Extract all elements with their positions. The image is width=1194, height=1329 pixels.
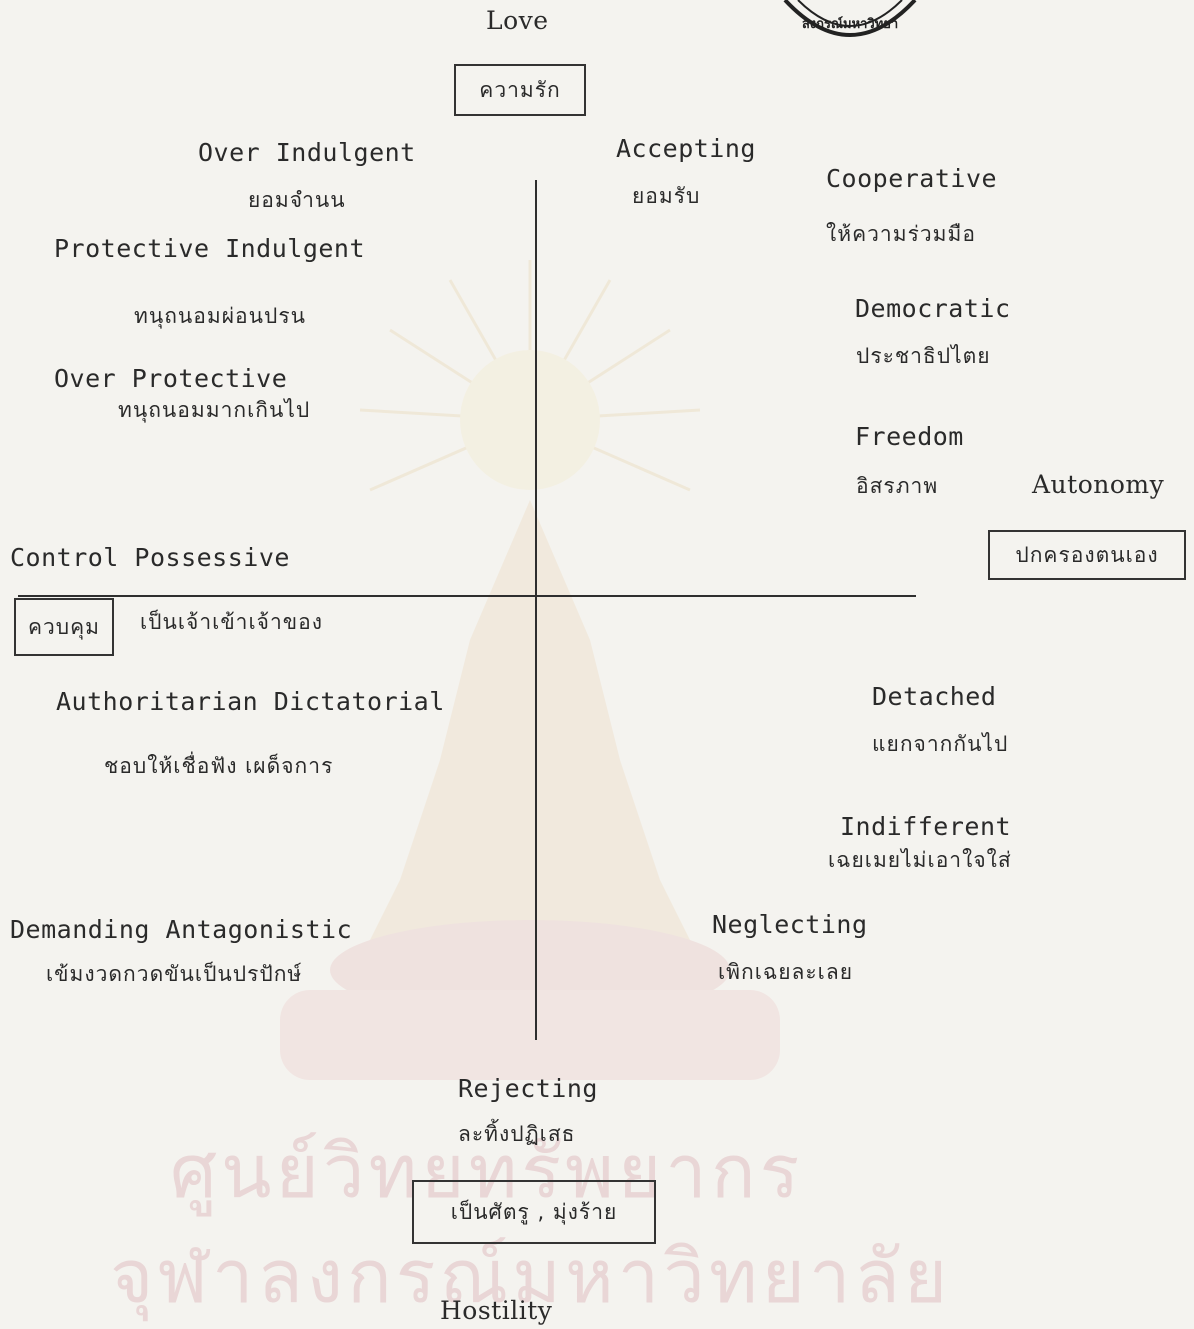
pole-autonomy-label: Autonomy [1032,470,1165,499]
freedom-label: Freedom [855,422,964,451]
democratic-thai: ประชาธิปไตย [856,344,991,368]
indifferent-thai: เฉยเมยไม่เอาใจใส่ [828,848,1012,872]
accepting-label: Accepting [616,134,756,163]
pole-control-box: ควบคุม [14,598,114,656]
pole-love-label: Love [486,6,549,35]
over-indulgent-thai: ยอมจำนน [248,188,346,212]
demanding-label: Demanding Antagonistic [10,915,353,944]
vertical-axis [535,180,537,1040]
watermark-line-2: จุฬาลงกรณ์มหาวิทยาลัย [110,1234,952,1320]
rejecting-label: Rejecting [458,1074,598,1103]
protective-indulgent-label: Protective Indulgent [54,234,366,263]
pole-love-box: ความรัก [454,64,586,116]
detached-thai: แยกจากกันไป [872,732,1009,756]
cooperative-label: Cooperative [826,164,998,193]
control-possessive-label: Control Possessive [10,543,290,572]
control-possessive-thai: เป็นเจ้าเข้าเจ้าของ [140,610,323,634]
authoritarian-thai: ชอบให้เชื่อฟัง เผด็จการ [104,754,334,778]
pole-hostility-box: เป็นศัตรู , มุ่งร้าย [412,1180,656,1244]
over-protective-label: Over Protective [54,364,288,393]
horizontal-axis [18,595,916,597]
protective-indulgent-thai: ทนุถนอมผ่อนปรน [134,304,306,328]
pole-autonomy-box: ปกครองตนเอง [988,530,1186,580]
over-protective-thai: ทนุถนอมมากเกินไป [118,398,311,422]
over-indulgent-label: Over Indulgent [198,138,416,167]
seal-stamp-icon: ลงกรณ์มหาวิทยา [783,0,917,37]
watermark-line-1: ศูนย์วิทยทรัพยากร [170,1129,804,1215]
pole-hostility-label: Hostility [440,1296,553,1325]
freedom-thai: อิสรภาพ [856,474,939,498]
democratic-label: Democratic [855,294,1011,323]
detached-label: Detached [872,682,997,711]
demanding-thai: เข้มงวดกวดขันเป็นปรปักษ์ [46,962,303,986]
cooperative-thai: ให้ความร่วมมือ [826,222,976,246]
neglecting-label: Neglecting [712,910,868,939]
svg-text:ลงกรณ์มหาวิทยา: ลงกรณ์มหาวิทยา [802,16,898,32]
rejecting-thai: ละทิ้งปฏิเสธ [458,1122,576,1146]
accepting-thai: ยอมรับ [632,184,701,208]
authoritarian-label: Authoritarian Dictatorial [56,687,445,716]
indifferent-label: Indifferent [840,812,1012,841]
neglecting-thai: เพิกเฉยละเลย [718,960,854,984]
